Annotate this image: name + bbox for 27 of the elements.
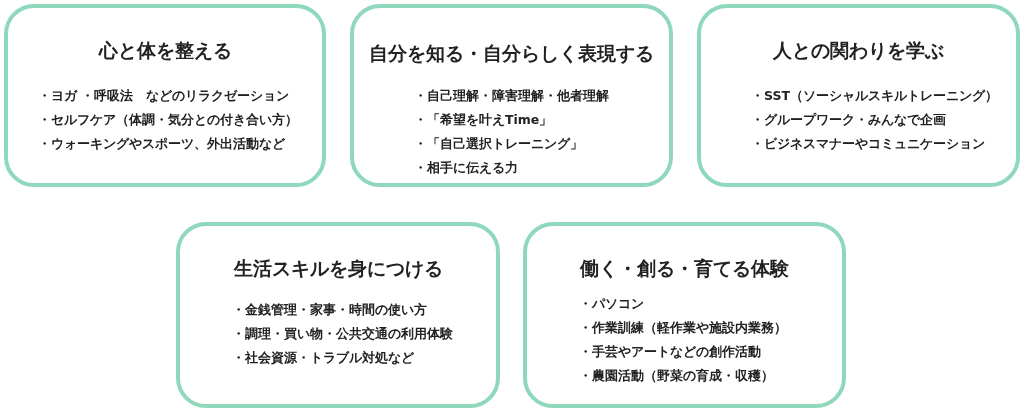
- card-heading: 生活スキルを身につける: [232, 256, 444, 281]
- bullet-item: ・自己理解・障害理解・他者理解: [414, 87, 609, 105]
- category-card: [4, 4, 326, 187]
- bullet-item: ・ヨガ ・呼吸法 などのリラクゼーション: [38, 87, 290, 105]
- bullet-item: ・パソコン: [579, 295, 644, 313]
- bullet-item: ・作業訓練（軽作業や施設内業務）: [579, 319, 787, 337]
- bullet-item: ・社会資源・トラブル対処など: [232, 349, 414, 367]
- bullet-item: ・ウォーキングやスポーツ、外出活動など: [38, 135, 285, 153]
- category-card: [350, 4, 673, 187]
- bullet-item: ・グループワーク・みんなで企画: [751, 111, 946, 129]
- bullet-item: ・調理・買い物・公共交通の利用体験: [232, 325, 453, 343]
- card-heading: 自分を知る・自分らしく表現する: [368, 41, 655, 66]
- bullet-item: ・相手に伝える力: [414, 159, 518, 177]
- card-heading: 働く・創る・育てる体験: [578, 256, 790, 281]
- category-card: [523, 222, 846, 408]
- bullet-item: ・「希望を叶えTime」: [414, 111, 553, 129]
- bullet-item: ・「自己選択トレーニング」: [414, 135, 583, 153]
- bullet-item: ・セルフケア（体調・気分との付き合い方）: [38, 111, 298, 129]
- bullet-item: ・農園活動（野菜の育成・収穫）: [579, 367, 774, 385]
- category-card: [697, 4, 1020, 187]
- bullet-item: ・手芸やアートなどの創作活動: [579, 343, 761, 361]
- bullet-item: ・SST（ソーシャルスキルトレーニング）: [751, 87, 998, 105]
- bullet-item: ・金銭管理・家事・時間の使い方: [232, 301, 427, 319]
- card-heading: 心と体を整える: [97, 38, 233, 63]
- category-card: [176, 222, 500, 408]
- card-heading: 人との関わりを学ぶ: [772, 38, 945, 63]
- bullet-item: ・ビジネスマナーやコミュニケーション: [751, 135, 985, 153]
